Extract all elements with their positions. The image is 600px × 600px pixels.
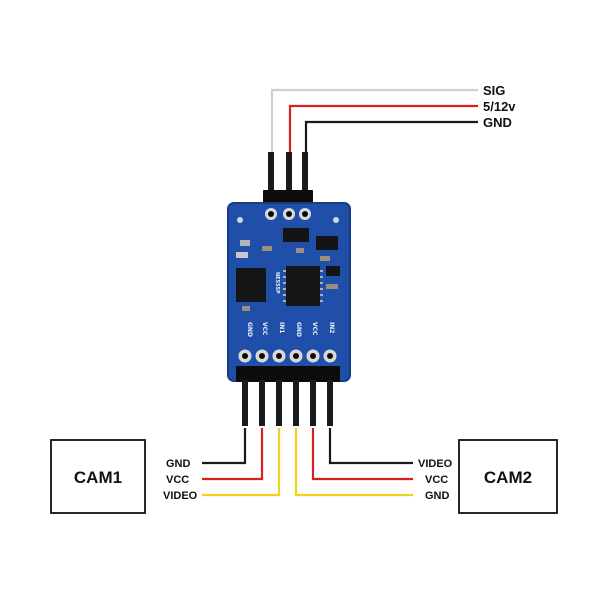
sig-label: SIG xyxy=(483,83,505,98)
silk-gnd-1: GND xyxy=(246,322,253,337)
cam2-wires xyxy=(294,428,413,497)
cam2-name: CAM2 xyxy=(484,468,532,487)
cam1-gnd-wire xyxy=(202,428,247,465)
cam2-video-label: VIDEO xyxy=(418,458,453,470)
power-label: 5/12v xyxy=(483,99,516,114)
cam2-vcc-label: VCC xyxy=(425,474,448,486)
cam2-gnd-wire xyxy=(294,428,413,497)
gnd-wire-top xyxy=(304,120,478,172)
chip-marking: NE555P xyxy=(274,272,280,294)
power-wire xyxy=(288,104,478,172)
cam1-box: CAM1 xyxy=(50,439,146,514)
cam1-vcc-wire xyxy=(202,428,264,481)
silk-gnd-2: GND xyxy=(295,322,302,337)
bottom-pads xyxy=(238,349,337,363)
silk-in1: IN1 xyxy=(278,322,285,333)
cam2-vcc-wire xyxy=(311,428,413,481)
cam2-video-wire xyxy=(328,428,413,465)
sig-wire xyxy=(270,88,478,172)
cam1-video-wire xyxy=(202,428,281,497)
cam1-name: CAM1 xyxy=(74,468,122,487)
cam1-video-label: VIDEO xyxy=(163,490,198,502)
pcb-board: NE555P GND VCC IN1 GND VCC IN2 xyxy=(227,202,351,382)
cam2-box: CAM2 xyxy=(458,439,558,514)
cam1-wires xyxy=(202,428,281,497)
top-pin-header xyxy=(263,152,313,204)
gnd-label-top: GND xyxy=(483,115,512,130)
cam1-gnd-label: GND xyxy=(166,458,191,470)
cam2-gnd-label: GND xyxy=(425,490,450,502)
cam1-vcc-label: VCC xyxy=(166,474,189,486)
silk-in2: IN2 xyxy=(328,322,335,333)
silk-vcc-2: VCC xyxy=(311,322,318,336)
silk-vcc-1: VCC xyxy=(261,322,268,336)
bottom-pin-header xyxy=(236,366,340,426)
